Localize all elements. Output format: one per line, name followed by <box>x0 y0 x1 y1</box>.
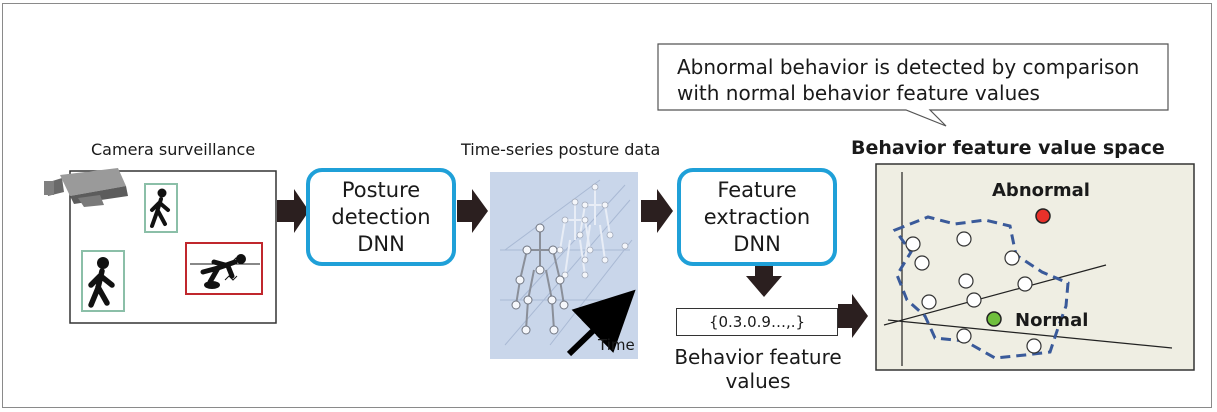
posture-dnn-line3: DNN <box>357 231 405 256</box>
callout-line2: with normal behavior feature values <box>677 81 1040 105</box>
walking-person-icon <box>81 250 125 312</box>
abnormal-dot <box>1035 208 1051 224</box>
callout-text: Abnormal behavior is detected by compari… <box>677 54 1139 106</box>
posture-data-caption: Time-series posture data <box>461 140 661 159</box>
feature-dnn-line2: extraction <box>703 204 811 229</box>
walking-person-icon <box>144 183 178 233</box>
feature-vector-box: {0.3.0.9…,.} <box>676 308 838 336</box>
posture-data-panel <box>490 172 638 359</box>
posture-detection-dnn-box: Posture detection DNN <box>306 168 456 266</box>
skeleton-icon <box>559 190 611 276</box>
behavior-values-line2: values <box>725 369 791 393</box>
posture-dnn-line1: Posture <box>341 177 421 202</box>
callout-line1: Abnormal behavior is detected by compari… <box>677 55 1140 79</box>
normal-region <box>892 215 1070 360</box>
feature-space-panel <box>875 163 1195 371</box>
fallen-person-icon <box>185 242 263 295</box>
behavior-values-caption: Behavior feature values <box>674 345 842 393</box>
callout-bubble <box>657 43 1169 127</box>
skeleton-icon <box>511 223 569 335</box>
normal-label: Normal <box>1015 310 1089 331</box>
feature-dnn-line3: DNN <box>733 231 781 256</box>
security-camera-icon <box>44 168 128 207</box>
time-label: Time <box>598 336 635 354</box>
diagram-frame <box>2 3 1212 408</box>
behavior-values-line1: Behavior feature <box>674 345 842 369</box>
normal-points <box>905 231 1042 354</box>
camera-caption: Camera surveillance <box>91 140 256 159</box>
flow-arrows <box>277 189 868 338</box>
abnormal-label: Abnormal <box>992 180 1090 201</box>
normal-dot <box>986 311 1002 327</box>
feature-space-title: Behavior feature value space <box>851 137 1165 159</box>
posture-dnn-line2: detection <box>331 204 431 229</box>
feature-extraction-dnn-box: Feature extraction DNN <box>677 168 837 266</box>
feature-dnn-line1: Feature <box>717 177 797 202</box>
